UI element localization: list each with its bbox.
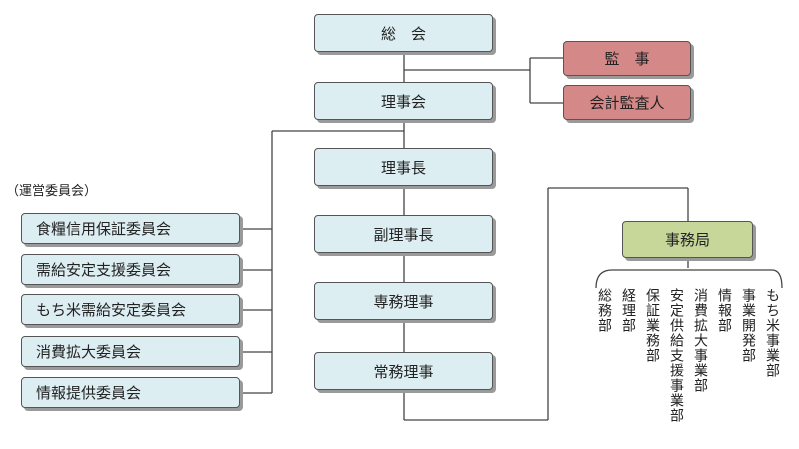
department-stable-supply-support: 安定供給支援事業部	[668, 288, 684, 423]
managing-director-label: 常務理事	[373, 362, 434, 381]
board-of-directors-label: 理事会	[380, 92, 426, 111]
committee-label: もち米需給安定委員会	[36, 301, 187, 319]
committee-information: 情報提供委員会	[21, 377, 240, 408]
secretariat-label: 事務局	[664, 231, 710, 249]
general-assembly-box: 総 会	[314, 14, 493, 52]
committee-label: 消費拡大委員会	[36, 343, 142, 361]
chairman-label: 理事長	[380, 158, 426, 177]
general-assembly-label: 総 会	[380, 24, 426, 43]
accounting-auditor-label: 会計監査人	[589, 94, 665, 112]
vice-chairman-box: 副理事長	[314, 215, 493, 253]
committee-supply-demand-support: 需給安定支援委員会	[21, 254, 240, 285]
auditor-box: 監 事	[563, 41, 691, 76]
board-of-directors-box: 理事会	[314, 82, 493, 120]
auditor-label: 監 事	[604, 50, 650, 68]
department-general-affairs: 総務部	[596, 288, 612, 333]
committee-label: 食糧信用保証委員会	[36, 220, 172, 238]
committee-caption: （運営委員会）	[6, 184, 98, 199]
committee-glutinous-rice: もち米需給安定委員会	[21, 294, 240, 325]
committee-consumption-expansion: 消費拡大委員会	[21, 336, 240, 367]
secretariat-box: 事務局	[622, 221, 753, 258]
senior-managing-director-box: 専務理事	[314, 282, 493, 320]
department-glutinous-rice: もち米事業部	[764, 288, 780, 378]
department-information: 情報部	[716, 288, 732, 333]
committee-label: 情報提供委員会	[36, 384, 142, 402]
committee-label: 需給安定支援委員会	[36, 261, 172, 279]
senior-managing-director-label: 専務理事	[373, 292, 434, 311]
department-business-development: 事業開発部	[740, 288, 756, 363]
chairman-box: 理事長	[314, 148, 493, 186]
committee-food-credit-guarantee: 食糧信用保証委員会	[21, 213, 240, 244]
department-consumption-expansion: 消費拡大事業部	[692, 288, 708, 393]
managing-director-box: 常務理事	[314, 352, 493, 390]
accounting-auditor-box: 会計監査人	[563, 85, 691, 120]
vice-chairman-label: 副理事長	[373, 225, 434, 244]
department-guarantee-operations: 保証業務部	[644, 288, 660, 363]
department-accounting: 経理部	[620, 288, 636, 333]
